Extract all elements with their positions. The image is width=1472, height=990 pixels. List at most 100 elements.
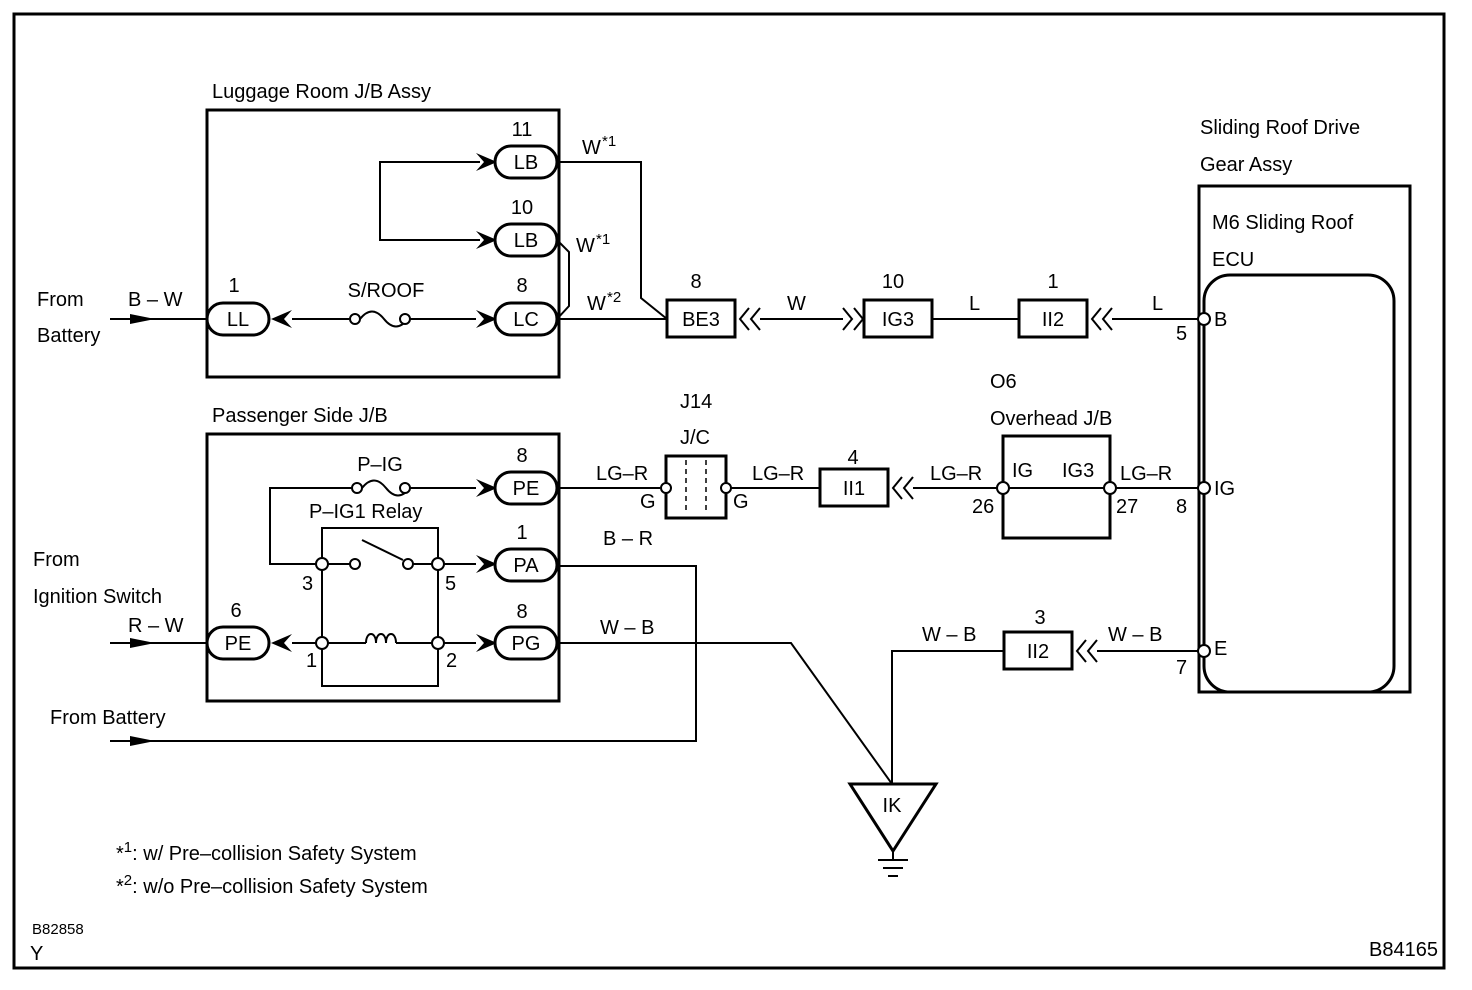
pe8-label: PE xyxy=(513,478,540,500)
ecu-assembly-line2: Gear Assy xyxy=(1200,154,1292,176)
ii2-top-connector xyxy=(1017,298,1089,339)
ii2-bottom-connector xyxy=(1002,630,1074,671)
wire-label-w1-top: W xyxy=(582,137,601,159)
ecu-name-line1: M6 Sliding Roof xyxy=(1212,212,1354,234)
lb-jumper-wire xyxy=(379,161,480,241)
lc-label: LC xyxy=(513,309,539,331)
ii1-label: II1 xyxy=(843,478,865,500)
pig-fuse-icon xyxy=(361,479,411,497)
ig3-label: IG3 xyxy=(882,309,914,331)
ii1-double-chevron xyxy=(891,476,914,500)
be3-double-chevron xyxy=(738,307,761,331)
diagram-code-right: B84165 xyxy=(1369,939,1438,961)
ig3-double-chevron xyxy=(842,307,865,331)
wire-label-lg-r-4: LG–R xyxy=(1120,463,1172,485)
wire-pg-ground xyxy=(557,642,893,785)
wire-label-w1-mid-sup: *1 xyxy=(596,231,610,248)
arrow-pg xyxy=(476,634,497,652)
relay-pin-2 xyxy=(431,636,445,650)
wire-label-w1-mid: W xyxy=(576,235,595,257)
pa-pin: 1 xyxy=(516,522,527,544)
ii1-pin: 4 xyxy=(847,447,858,469)
diagram-frame xyxy=(12,12,1446,970)
relay-pin-1-label: 1 xyxy=(306,650,317,672)
ecu-terminal-e xyxy=(1197,644,1211,658)
pig-fuse-label: P–IG xyxy=(357,454,403,476)
relay-pin-2-label: 2 xyxy=(446,650,457,672)
sroof-fuse-icon xyxy=(359,310,409,328)
ii2-bottom-double-chevron xyxy=(1075,639,1098,663)
pg-pin: 8 xyxy=(516,601,527,623)
from-battery-top-line2: Battery xyxy=(37,325,100,347)
j14-code: J14 xyxy=(680,391,712,413)
overhead-jb-name: Overhead J/B xyxy=(990,408,1112,430)
relay-pin-3 xyxy=(315,557,329,571)
from-ignition-line1: From xyxy=(33,549,80,571)
wire-label-lg-r-2: LG–R xyxy=(752,463,804,485)
note-1: *1: w/ Pre–collision Safety System xyxy=(116,839,417,865)
pe8-pin: 8 xyxy=(516,445,527,467)
arrow-ll xyxy=(271,310,292,328)
arrow-lb11 xyxy=(476,153,497,171)
ground-ik-label: IK xyxy=(883,795,903,817)
wire-label-r-w: R – W xyxy=(128,615,184,637)
wire-label-w1-top-sup: *1 xyxy=(602,133,616,150)
corner-letter: Y xyxy=(30,943,43,965)
wire-ground-ii2 xyxy=(891,650,1004,784)
overhead-right-label: IG3 xyxy=(1062,460,1094,482)
j14-name: J/C xyxy=(680,427,710,449)
ii2-top-pin: 1 xyxy=(1047,271,1058,293)
from-ignition-line2: Ignition Switch xyxy=(33,586,162,608)
be3-label: BE3 xyxy=(682,309,720,331)
wire-label-lg-r-3: LG–R xyxy=(930,463,982,485)
ecu-terminal-ig-label: IG xyxy=(1214,478,1235,500)
overhead-jb-code: O6 xyxy=(990,371,1017,393)
wire-label-l-left: L xyxy=(969,293,980,315)
ecu-terminal-b-label: B xyxy=(1214,309,1227,331)
pe6-label: PE xyxy=(225,633,252,655)
pg-label: PG xyxy=(512,633,541,655)
relay-label: P–IG1 Relay xyxy=(309,501,422,523)
ecu-terminal-e-pin: 7 xyxy=(1176,657,1187,679)
relay-contact-left xyxy=(349,558,361,570)
ii2-top-label: II2 xyxy=(1042,309,1064,331)
j14-right-g: G xyxy=(733,491,749,513)
overhead-right-pin: 27 xyxy=(1116,496,1138,518)
wire-label-w-main: W xyxy=(787,293,806,315)
wire-label-w-b-1: W – B xyxy=(600,617,654,639)
wire-label-w2-sup: *2 xyxy=(607,289,621,306)
luggage-jb-title: Luggage Room J/B Assy xyxy=(212,81,431,103)
j14-left-g: G xyxy=(640,491,656,513)
passenger-jb-title: Passenger Side J/B xyxy=(212,405,388,427)
wire-label-lg-r-1: LG–R xyxy=(596,463,648,485)
ll-pin: 1 xyxy=(228,275,239,297)
ecu-terminal-ig xyxy=(1197,481,1211,495)
lb10-pin: 10 xyxy=(511,197,533,219)
from-battery-top-line1: From xyxy=(37,289,84,311)
pa-label: PA xyxy=(513,555,539,577)
be3-pin: 8 xyxy=(690,271,701,293)
wire-label-b-r: B – R xyxy=(603,528,653,550)
sroof-fuse-label: S/ROOF xyxy=(348,280,425,302)
relay-pin-5-label: 5 xyxy=(445,573,456,595)
relay-pin-1 xyxy=(315,636,329,650)
sroof-fuse-terminal-left xyxy=(349,313,361,325)
arrow-pe8 xyxy=(476,479,497,497)
ground-symbol-icon xyxy=(878,859,908,877)
sroof-fuse-terminal-right xyxy=(399,313,411,325)
overhead-left-label: IG xyxy=(1012,460,1033,482)
relay-contact-right xyxy=(402,558,414,570)
ig3-pin: 10 xyxy=(882,271,904,293)
ecu-name-line2: ECU xyxy=(1212,249,1254,271)
j14-internal-dashes xyxy=(685,460,707,514)
arrow-pa xyxy=(476,555,497,573)
pig-fuse-terminal-left xyxy=(351,482,363,494)
ii1-connector xyxy=(818,467,890,508)
arrow-pe6 xyxy=(271,634,292,652)
wire-label-w-b-2: W – B xyxy=(922,624,976,646)
wire-lb10-lc-link xyxy=(556,239,570,320)
lb11-pin: 11 xyxy=(512,119,533,141)
relay-switch-blade xyxy=(361,539,404,561)
be3-connector xyxy=(665,298,737,339)
